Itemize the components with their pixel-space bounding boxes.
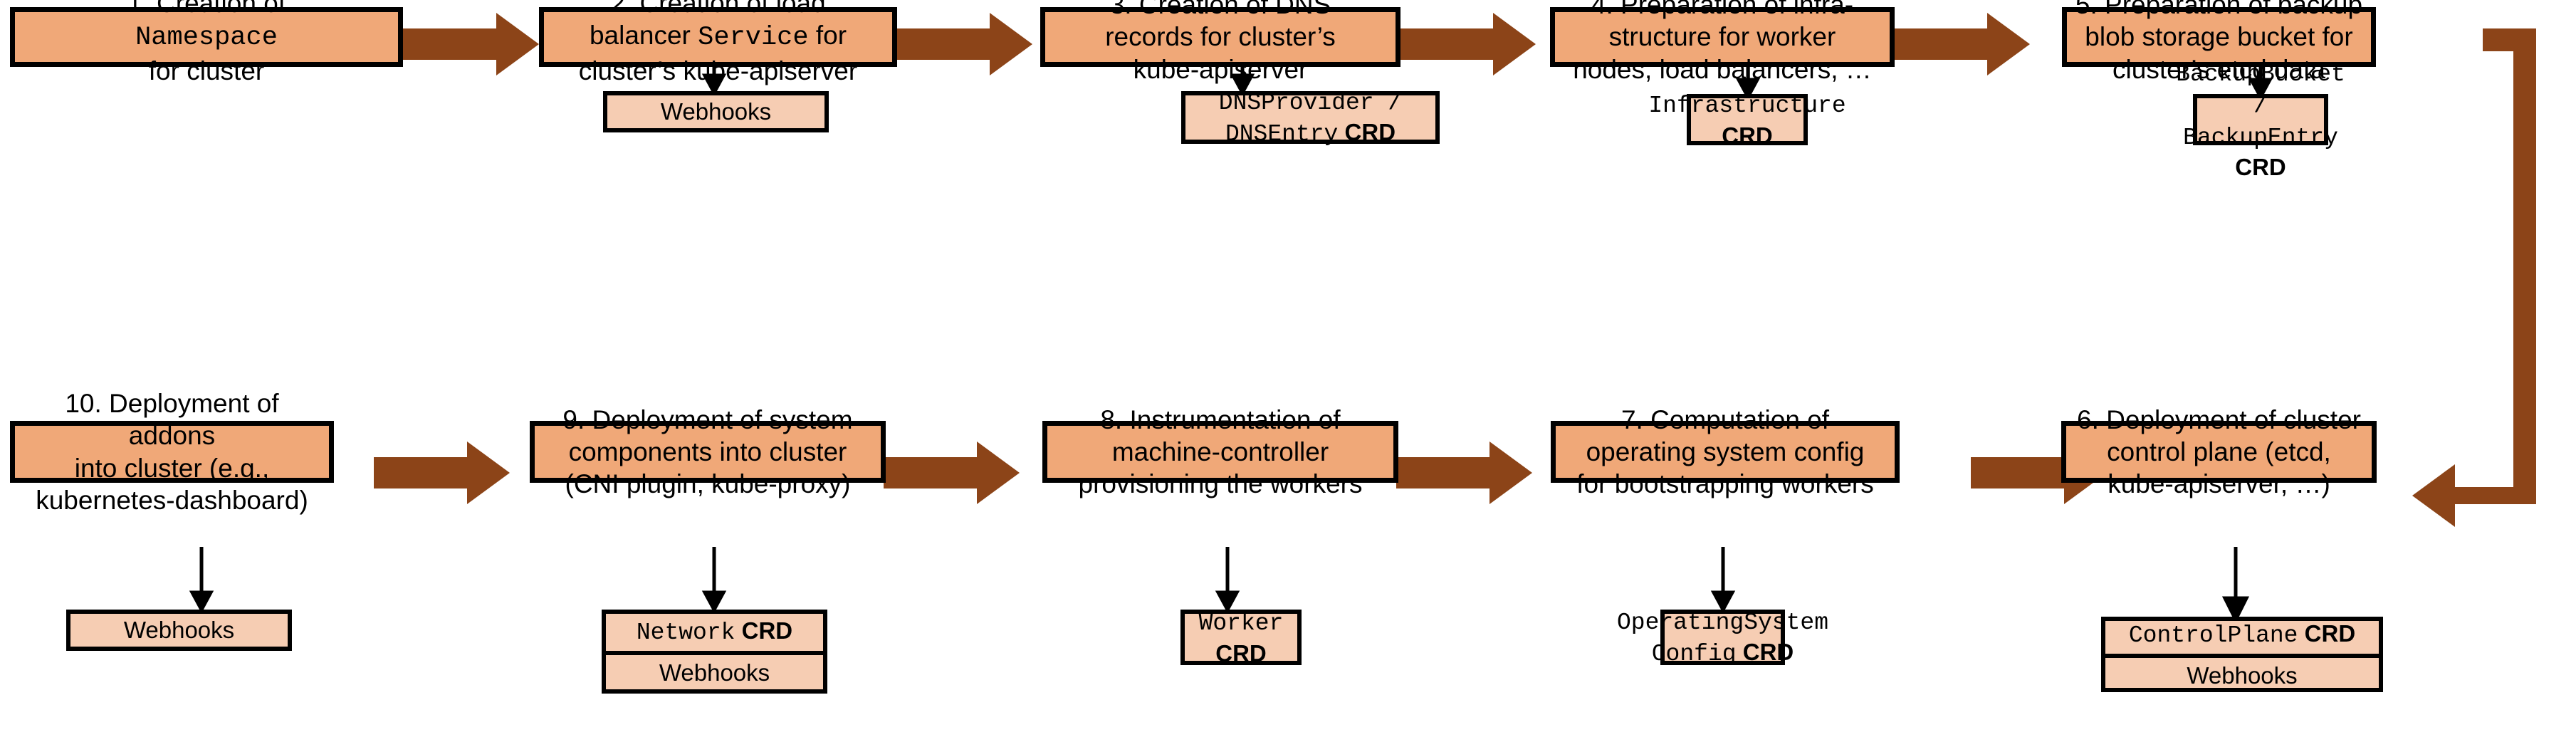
artifact-7-line-1: OperatingSystem bbox=[1616, 609, 1829, 636]
step-10-line-1: 10. Deployment of addons bbox=[65, 389, 279, 451]
step-6-line-1: 6. Deployment of cluster bbox=[2077, 404, 2361, 434]
step-box-3[interactable]: 3. Creation of DNS records for cluster’s… bbox=[1040, 0, 1400, 84]
step-1-line-2: Namespace bbox=[135, 23, 278, 53]
step-9-line-3: (CNI plugin, kube-proxy) bbox=[565, 469, 851, 499]
arrow-step8-to-step9 bbox=[884, 441, 1020, 504]
step-4-line-3: nodes, load balancers, … bbox=[1573, 54, 1872, 84]
artifact-4-crd-tag: CRD bbox=[1722, 122, 1773, 149]
artifact-6-crd-tag: CRD bbox=[2298, 620, 2356, 647]
step-6-line-2: control plane (etcd, bbox=[2107, 437, 2331, 466]
artifact-2-webhooks-label: Webhooks bbox=[660, 98, 772, 125]
step-box-2[interactable]: 2. Creation of load balancer Service for… bbox=[539, 0, 897, 85]
step-3-line-1: 3. Creation of DNS bbox=[1109, 0, 1331, 20]
step-box-10[interactable]: 10. Deployment of addons into cluster (e… bbox=[10, 389, 334, 515]
artifact-7-crd-tag: CRD bbox=[1736, 639, 1794, 665]
step-2-line-2-pre: balancer bbox=[589, 21, 698, 51]
arrow-step5-to-step6-wrap bbox=[2412, 28, 2536, 527]
artifact-cell-controlplane-crd: ControlPlane CRD bbox=[2105, 616, 2379, 653]
step-2-line-3: cluster’s kube-apiserver bbox=[578, 56, 858, 85]
step-5-line-1: 5. Preparation of backup bbox=[2075, 0, 2363, 20]
artifact-box-osc-crd[interactable]: OperatingSystem Config CRD bbox=[1617, 610, 1828, 667]
step-3-line-3: kube-apiserver bbox=[1133, 54, 1308, 84]
arrow-step3-to-step4 bbox=[1400, 13, 1536, 75]
artifact-3-line-1: DNSProvider / bbox=[1218, 89, 1403, 116]
step-10-line-3: kubernetes-dashboard) bbox=[36, 485, 308, 515]
arrow-step1-to-step2 bbox=[403, 13, 539, 75]
step-9-line-2: components into cluster bbox=[568, 437, 847, 466]
step-1-line-3: for cluster bbox=[148, 56, 265, 85]
artifact-box-controlplane-crd[interactable]: ControlPlane CRD Webhooks bbox=[2101, 617, 2383, 692]
step-8-line-1: 8. Instrumentation of bbox=[1100, 404, 1341, 434]
step-4-line-1: 4. Preparation of infra- bbox=[1591, 0, 1854, 20]
step-box-1[interactable]: 1. Creation of Namespace for cluster bbox=[10, 0, 403, 85]
artifact-box-dns-crd[interactable]: DNSProvider / DNSEntry CRD bbox=[1181, 90, 1440, 147]
artifact-box-webhooks-step2[interactable]: Webhooks bbox=[603, 91, 829, 132]
artifact-cell: BackupBucket / BackupEntry CRD bbox=[2176, 55, 2345, 184]
step-1-line-1: 1. Creation of bbox=[127, 0, 286, 19]
artifact-6-webhooks-label: Webhooks bbox=[2187, 662, 2298, 689]
step-6-line-3: kube-apiserver, …) bbox=[2108, 469, 2330, 499]
artifact-cell-controlplane-webhooks: Webhooks bbox=[2105, 653, 2379, 693]
step-2-service-token: Service bbox=[698, 23, 809, 53]
artifact-box-infrastructure-crd[interactable]: Infrastructure CRD bbox=[1648, 93, 1845, 148]
artifact-box-worker-crd[interactable]: Worker CRD bbox=[1180, 610, 1302, 667]
artifact-cell-network-crd: Network CRD bbox=[606, 613, 823, 650]
artifact-box-backup-crd[interactable]: BackupBucket / BackupEntry CRD bbox=[2176, 61, 2345, 180]
artifact-cell: Worker CRD bbox=[1185, 604, 1297, 671]
arrow-step7-to-step8 bbox=[1396, 441, 1532, 504]
arrow-step2-to-step3 bbox=[897, 13, 1032, 75]
artifact-cell-network-webhooks: Webhooks bbox=[606, 650, 823, 690]
step-5-line-2: blob storage bucket for bbox=[2085, 22, 2353, 52]
step-2-line-2-post: for bbox=[808, 21, 847, 51]
step-3-line-2: records for cluster’s bbox=[1105, 22, 1336, 52]
artifact-9-webhooks-label: Webhooks bbox=[659, 659, 770, 686]
step-7-line-2: operating system config bbox=[1586, 437, 1865, 466]
step-2-line-1: 2. Creation of load bbox=[610, 0, 826, 19]
artifact-cell: Webhooks bbox=[70, 612, 288, 647]
artifact-cell: DNSProvider / DNSEntry CRD bbox=[1185, 83, 1435, 152]
step-4-line-2: structure for worker bbox=[1608, 22, 1836, 52]
arrowhead-step9-artifact9 bbox=[701, 590, 727, 614]
step-7-line-1: 7. Computation of bbox=[1621, 404, 1830, 434]
step-box-8[interactable]: 8. Instrumentation of machine-controller… bbox=[1042, 405, 1398, 498]
arrowhead-step10-artifact10 bbox=[189, 590, 214, 614]
artifact-3-crd-tag: CRD bbox=[1338, 119, 1396, 145]
arrow-step9-to-step10 bbox=[374, 441, 510, 504]
artifact-10-webhooks-label: Webhooks bbox=[123, 617, 235, 644]
artifact-box-webhooks-step10[interactable]: Webhooks bbox=[66, 610, 292, 651]
artifact-7-line-2-mono: Config bbox=[1651, 641, 1737, 667]
artifact-8-crd-tag: CRD bbox=[1215, 639, 1267, 667]
step-7-line-3: for bootstrapping workers bbox=[1576, 469, 1874, 499]
step-10-line-2: into cluster (e.g., bbox=[74, 453, 270, 483]
artifact-5-crd-tag: CRD bbox=[2235, 153, 2286, 180]
step-9-line-1: 9. Deployment of system bbox=[562, 404, 853, 434]
step-8-line-2: machine-controller bbox=[1111, 437, 1329, 466]
artifact-9-crd-tag: CRD bbox=[735, 617, 793, 644]
artifact-6-controlplane-mono: ControlPlane bbox=[2128, 622, 2298, 649]
artifact-8-line-1: Worker bbox=[1198, 610, 1284, 637]
step-box-4[interactable]: 4. Preparation of infra- structure for w… bbox=[1550, 0, 1895, 84]
step-8-line-3: provisioning the workers bbox=[1078, 469, 1363, 499]
artifact-box-network-crd[interactable]: Network CRD Webhooks bbox=[602, 610, 827, 694]
step-box-6[interactable]: 6. Deployment of cluster control plane (… bbox=[2061, 405, 2377, 498]
artifact-3-line-2-mono: DNSEntry bbox=[1225, 121, 1339, 147]
step-5-line-3: cluster’s etcd data bbox=[2112, 54, 2325, 84]
artifact-9-network-mono: Network bbox=[636, 620, 735, 647]
artifact-cell: Infrastructure CRD bbox=[1648, 86, 1845, 153]
step-box-9[interactable]: 9. Deployment of system components into … bbox=[530, 405, 886, 498]
artifact-4-line-1: Infrastructure bbox=[1648, 93, 1846, 120]
step-box-5[interactable]: 5. Preparation of backup blob storage bu… bbox=[2062, 0, 2376, 84]
artifact-5-line-1: BackupBucket / bbox=[2176, 61, 2345, 120]
step-box-7[interactable]: 7. Computation of operating system confi… bbox=[1551, 405, 1900, 498]
artifact-5-line-2-mono: BackupEntry bbox=[2183, 124, 2338, 151]
artifact-cell: Webhooks bbox=[607, 94, 824, 129]
artifact-cell: OperatingSystem Config CRD bbox=[1617, 603, 1828, 672]
arrow-step4-to-step5 bbox=[1895, 13, 2030, 75]
